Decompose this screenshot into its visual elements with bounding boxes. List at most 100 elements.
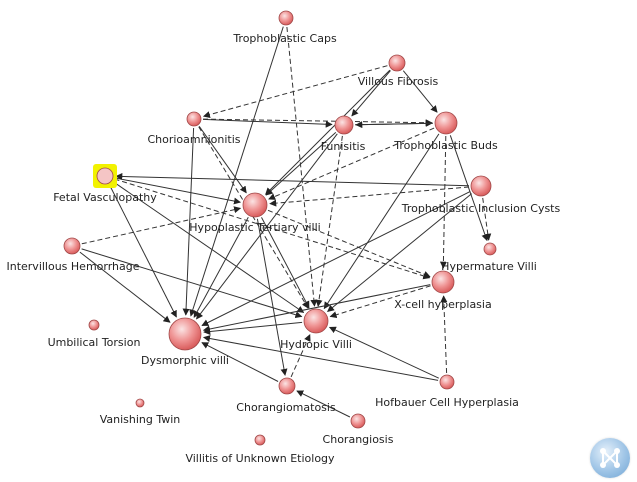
edge-intervillous_hemorrhage-to-hypoplastic_tertiary_villi [81,206,242,245]
edge-trophoblastic_buds-to-hypermature_villi [449,135,489,242]
node-circle[interactable] [303,308,329,334]
node-label: Hofbauer Cell Hyperplasia [375,396,519,409]
node-label: Vanishing Twin [100,413,181,426]
node-circle[interactable] [96,167,114,185]
node-circle[interactable] [242,192,268,218]
edge-villous_fibrosis-to-trophoblastic_buds [402,70,438,113]
node-trophoblastic-buds[interactable]: Trophoblastic Buds [393,111,498,152]
edge-hofbauer_cell_hyperplasia-to-x_cell_hyperplasia [440,295,448,374]
node-label: Hypermature Villi [441,260,537,273]
node-circle[interactable] [434,111,458,135]
node-circle[interactable] [483,242,497,256]
edge-chorioamnionitis-to-hydropic_villi [198,126,309,309]
edge-funisitis-to-hypoplastic_tertiary_villi [265,132,337,196]
edge-layer [79,26,492,418]
edge-hypoplastic_tertiary_villi-to-dysmorphic_villi [193,217,249,318]
node-label: Trophoblastic Buds [393,139,498,152]
node-villous-fibrosis[interactable]: Villous Fibrosis [358,54,439,88]
node-umbilical-torsion[interactable]: Umbilical Torsion [48,319,141,349]
edge-villous_fibrosis-to-hypoplastic_tertiary_villi [265,69,391,195]
edge-trophoblastic_caps-to-dysmorphic_villi [189,26,284,317]
node-label: Chorangiomatosis [236,401,336,414]
edge-villous_fibrosis-to-funisitis [351,70,391,117]
edge-hypoplastic_tertiary_villi-to-x_cell_hyperplasia [267,209,431,278]
node-hypoplastic-tertiary-villi[interactable]: Hypoplastic Tertiary villi [189,192,321,234]
node-circle[interactable] [350,413,366,429]
node-label: Umbilical Torsion [48,336,141,349]
edge-hypoplastic_tertiary_villi-to-hydropic_villi [261,217,310,309]
node-chorangiomatosis[interactable]: Chorangiomatosis [236,377,336,414]
node-trophoblastic-caps[interactable]: Trophoblastic Caps [232,10,337,45]
edge-trophoblastic_inclusion_cysts-to-hydropic_villi [327,193,473,312]
node-dysmorphic-villi[interactable]: Dysmorphic villi [141,317,229,367]
edge-fetal_vasculopathy-to-dysmorphic_villi [109,184,177,318]
node-funisitis[interactable]: Funisitis [321,115,366,153]
edge-hydropic_villi-to-dysmorphic_villi [203,321,303,335]
node-circle[interactable] [431,270,455,294]
edge-trophoblastic_buds-to-hypoplastic_tertiary_villi [268,127,435,200]
node-label: Fetal Vasculopathy [53,191,157,204]
edge-chorioamnionitis-to-trophoblastic_buds [202,118,433,127]
edge-trophoblastic_buds-to-funisitis [355,121,434,129]
node-circle[interactable] [278,10,294,26]
node-label: Villitis of Unknown Etiology [185,452,335,465]
node-chorioamnionitis[interactable]: Chorioamnionitis [147,111,241,146]
node-label: Dysmorphic villi [141,354,229,367]
edge-trophoblastic_buds-to-x_cell_hyperplasia [439,135,447,269]
node-vanishing-twin[interactable]: Vanishing Twin [100,398,181,426]
edge-villous_fibrosis-to-chorioamnionitis [202,65,388,119]
edge-chorangiosis-to-chorangiomatosis [296,390,351,418]
edge-funisitis-to-hydropic_villi [315,135,343,307]
edge-trophoblastic_inclusion_cysts-to-hypermature_villi [482,197,492,241]
edge-chorioamnionitis-to-hypoplastic_tertiary_villi [198,126,247,194]
node-label: Chorangiosis [323,433,394,446]
edge-chorangiomatosis-to-dysmorphic_villi [201,342,279,382]
node-circle[interactable] [63,237,81,255]
edge-hypoplastic_tertiary_villi-to-chorangiomatosis [256,218,288,376]
node-circle[interactable] [254,434,266,446]
edge-x_cell_hyperplasia-to-dysmorphic_villi [202,284,431,333]
node-circle[interactable] [186,111,202,127]
node-label: Hydropic Villi [280,338,352,351]
edge-trophoblastic_buds-to-hydropic_villi [323,133,440,310]
node-hypermature-villi[interactable]: Hypermature Villi [441,242,537,273]
node-label: X-cell hyperplasia [394,298,491,311]
edge-intervillous_hemorrhage-to-dysmorphic_villi [79,251,171,323]
edge-hofbauer_cell_hyperplasia-to-hydropic_villi [328,326,440,379]
edge-trophoblastic_inclusion_cysts-to-hypoplastic_tertiary_villi [269,186,470,207]
node-label: Trophoblastic Caps [232,32,337,45]
node-label: Hypoplastic Tertiary villi [189,221,320,234]
edge-chorioamnionitis-to-funisitis [202,118,333,128]
node-hofbauer-cell-hyperplasia[interactable]: Hofbauer Cell Hyperplasia [375,374,519,409]
node-trophoblastic-inclusion-cysts[interactable]: Trophoblastic Inclusion Cysts [401,175,561,215]
edge-fetal_vasculopathy-to-hypoplastic_tertiary_villi [114,177,241,205]
node-label: Funisitis [321,140,366,153]
node-circle[interactable] [439,374,455,390]
network-logo-icon [590,438,630,478]
node-fetal-vasculopathy[interactable]: Fetal Vasculopathy [53,164,157,204]
edge-funisitis-to-dysmorphic_villi [196,133,338,320]
node-circle[interactable] [135,398,145,408]
node-x-cell-hyperplasia[interactable]: X-cell hyperplasia [394,270,492,311]
node-circle[interactable] [278,377,296,395]
edge-trophoblastic_inclusion_cysts-to-dysmorphic_villi [201,190,471,326]
node-circle[interactable] [334,115,354,135]
node-circle[interactable] [168,317,202,351]
node-circle[interactable] [388,54,406,72]
node-hydropic-villi[interactable]: Hydropic Villi [280,308,352,351]
edge-trophoblastic_inclusion_cysts-to-fetal_vasculopathy [115,172,470,187]
node-label: Villous Fibrosis [358,75,439,88]
edge-fetal_vasculopathy-to-x_cell_hyperplasia [114,178,431,280]
edge-hofbauer_cell_hyperplasia-to-dysmorphic_villi [203,335,439,381]
node-label: Chorioamnionitis [147,133,240,146]
node-chorangiosis[interactable]: Chorangiosis [323,413,394,446]
edge-intervillous_hemorrhage-to-hydropic_villi [81,248,303,319]
node-circle[interactable] [470,175,492,197]
node-villitis-unknown[interactable]: Villitis of Unknown Etiology [185,434,335,465]
edge-chorioamnionitis-to-dysmorphic_villi [182,127,195,316]
node-intervillous-hemorrhage[interactable]: Intervillous Hemorrhage [6,237,140,273]
node-circle[interactable] [88,319,100,331]
node-label: Intervillous Hemorrhage [6,260,139,273]
